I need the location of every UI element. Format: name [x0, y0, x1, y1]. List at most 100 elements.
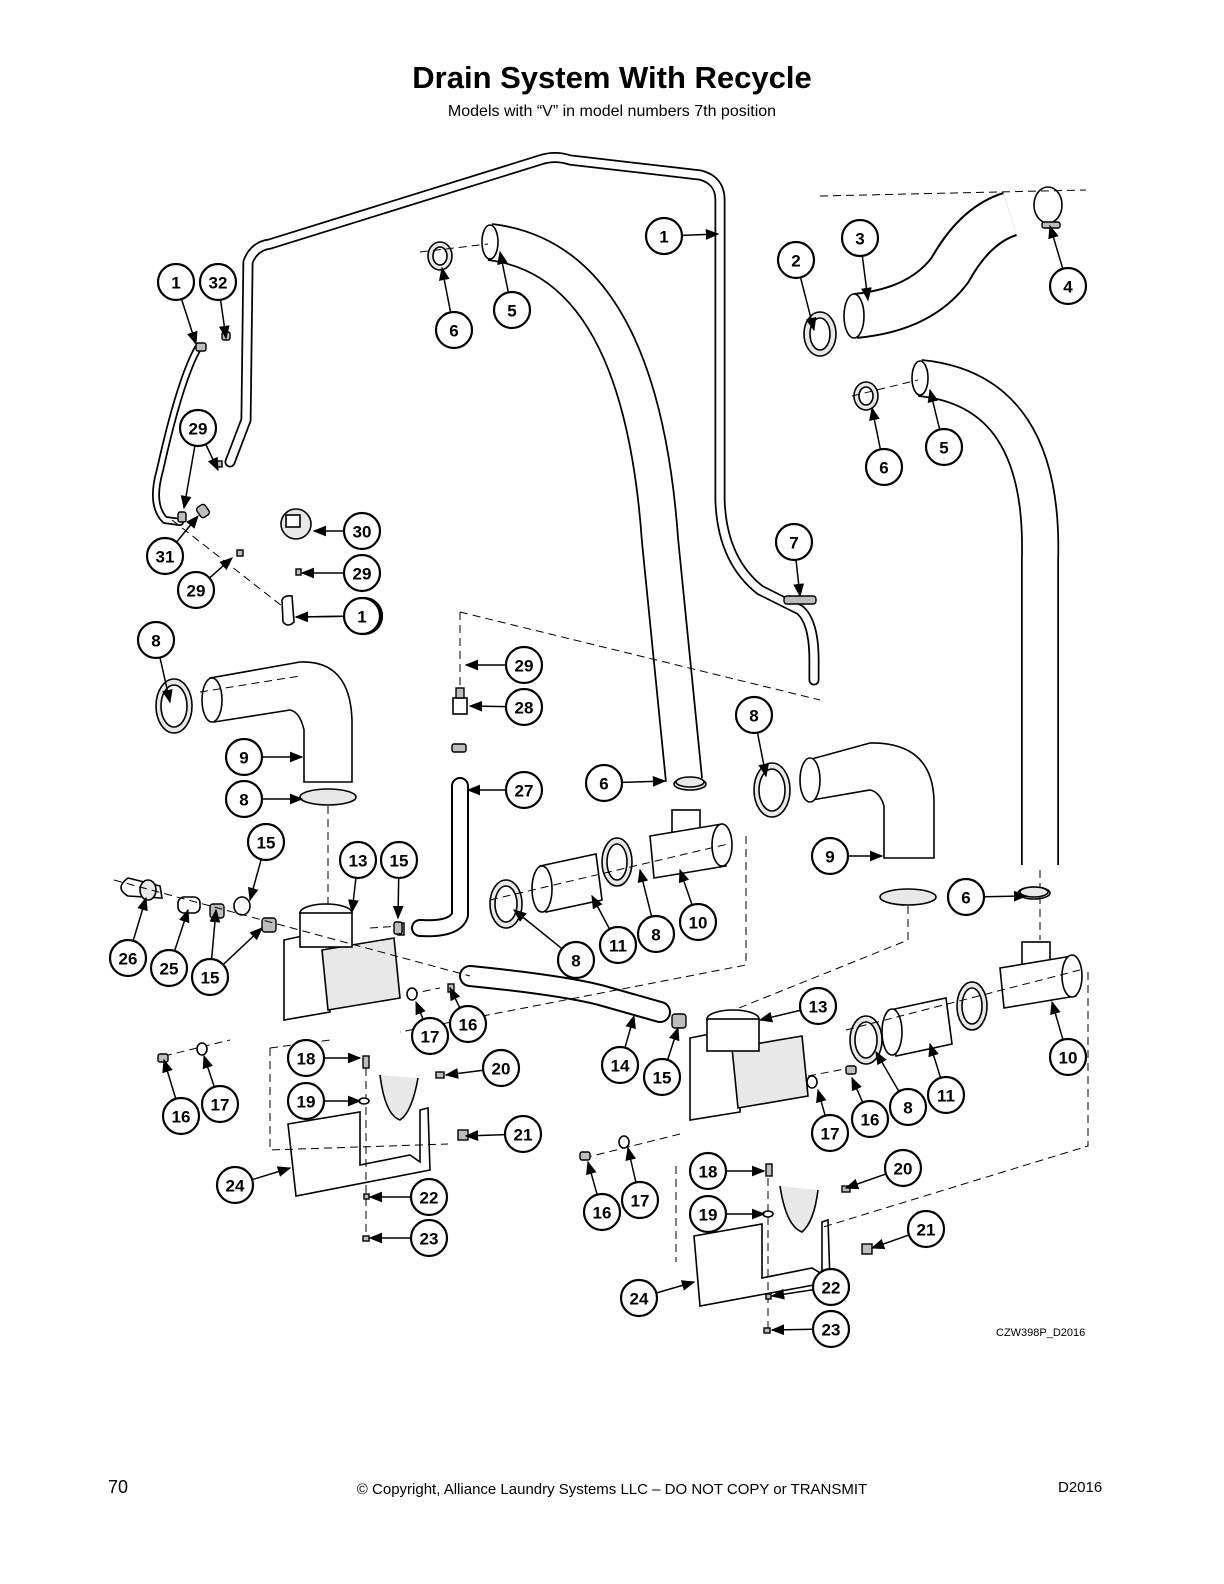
callout-15-label: 15: [201, 969, 220, 988]
callout-9-label: 9: [825, 848, 834, 867]
callout-16: 16: [850, 1099, 890, 1139]
pressure-switch: [280, 508, 312, 626]
callout-5: 5: [492, 290, 532, 330]
callout-11-label: 11: [937, 1087, 955, 1106]
callout-8-leader: [512, 909, 563, 950]
callout-18-circle: [286, 1038, 326, 1078]
page-number: 70: [108, 1477, 129, 1497]
callout-8-label: 8: [903, 1099, 912, 1118]
callout-10-leader: [678, 868, 693, 906]
callout-8: 8: [556, 940, 596, 980]
callout-8-label: 8: [651, 926, 660, 945]
drain-hose-center: [427, 223, 703, 782]
callout-18: 18: [688, 1151, 728, 1191]
callout-29-label: 29: [353, 565, 372, 584]
elbow-left: [155, 661, 357, 806]
callout-17-leader: [816, 1088, 827, 1116]
callout-32-label: 32: [209, 274, 228, 293]
callout-27-label: 27: [515, 782, 534, 801]
callout-3-circle: [840, 218, 880, 258]
callout-1: 1: [342, 596, 382, 636]
callout-1-leader: [180, 298, 198, 346]
callout-7: 7: [774, 522, 814, 562]
callout-16-circle: [161, 1096, 201, 1136]
callout-24-leader: [656, 1280, 696, 1294]
callout-10-circle: [1048, 1037, 1088, 1077]
callout-11-label: 11: [609, 937, 627, 956]
callout-5-label: 5: [939, 439, 948, 458]
callout-16-leader: [851, 1076, 864, 1103]
callout-8-label: 8: [151, 632, 160, 651]
callout-30-label: 30: [353, 523, 372, 542]
callout-5-leader: [497, 250, 510, 293]
callout-6-label: 6: [961, 889, 970, 908]
callout-10: 10: [678, 902, 718, 942]
callout-29: 29: [178, 408, 218, 448]
valve-assembly-right: [689, 1009, 809, 1121]
callout-2: 2: [776, 240, 816, 280]
callout-20: 20: [883, 1148, 923, 1188]
drain-hose-right: [853, 359, 1060, 865]
callout-24-circle: [215, 1165, 255, 1205]
callout-8-leader: [159, 657, 173, 704]
callout-8-circle: [888, 1087, 928, 1127]
callout-21: 21: [906, 1209, 946, 1249]
callout-6-leader: [621, 776, 667, 787]
callout-16: 16: [161, 1096, 201, 1136]
callout-21-label: 21: [514, 1126, 533, 1145]
callout-28: 28: [504, 687, 544, 727]
callout-29: 29: [342, 553, 382, 593]
callout-25-leader: [173, 908, 190, 952]
callout-15-label: 15: [653, 1069, 672, 1088]
valve-assembly-left: [283, 903, 405, 1021]
callout-28-leader: [468, 700, 507, 712]
bracket-left: [287, 1074, 431, 1197]
callout-6-circle: [434, 310, 474, 350]
callout-16-label: 16: [861, 1111, 880, 1130]
callout-13-circle: [798, 986, 838, 1026]
callout-6-leader: [869, 406, 882, 450]
callout-26: 26: [108, 938, 148, 978]
callout-26-circle: [108, 938, 148, 978]
callout-22: 22: [409, 1177, 449, 1217]
callout-11: 11: [926, 1075, 966, 1115]
callout-10-circle: [678, 902, 718, 942]
callout-28-circle: [504, 687, 544, 727]
callout-6-circle: [584, 763, 624, 803]
callout-30: 30: [342, 511, 382, 551]
callout-22-leader: [770, 1288, 814, 1300]
callout-21-circle: [503, 1114, 543, 1154]
callout-8: 8: [888, 1087, 928, 1127]
callout-17: 17: [410, 1016, 450, 1056]
callout-layer: 1111234556666788888899101011111313141515…: [108, 216, 1088, 1349]
copyright-notice: © Copyright, Alliance Laundry Systems LL…: [356, 1481, 868, 1498]
callout-19-label: 19: [297, 1093, 316, 1112]
callout-19: 19: [286, 1081, 326, 1121]
callout-29-circle: [342, 553, 382, 593]
callout-8: 8: [734, 695, 774, 735]
callout-17: 17: [200, 1084, 240, 1124]
callout-23-label: 23: [420, 1230, 439, 1249]
callout-16-leader: [586, 1160, 598, 1195]
callout-15-circle: [379, 840, 419, 880]
callout-9: 9: [224, 737, 264, 777]
callout-16-label: 16: [459, 1016, 478, 1035]
callout-29-circle: [176, 570, 216, 610]
callout-27-circle: [504, 770, 544, 810]
callout-29-label: 29: [189, 420, 208, 439]
callout-6-label: 6: [599, 775, 608, 794]
callout-10-leader: [1050, 1000, 1064, 1040]
callout-29-circle: [178, 408, 218, 448]
callout-20: 20: [481, 1048, 521, 1088]
callout-15-label: 15: [257, 834, 276, 853]
callout-31-leader: [175, 514, 199, 543]
long-drain-tube: [224, 152, 820, 686]
callout-30-circle: [342, 511, 382, 551]
callout-17-circle: [620, 1180, 660, 1220]
callout-9-circle: [224, 737, 264, 777]
callout-29-label: 29: [187, 582, 206, 601]
callout-24-leader: [251, 1166, 292, 1181]
callout-23-leader: [770, 1324, 814, 1336]
callout-4-circle: [1048, 266, 1088, 306]
callout-4-leader: [1048, 224, 1064, 269]
